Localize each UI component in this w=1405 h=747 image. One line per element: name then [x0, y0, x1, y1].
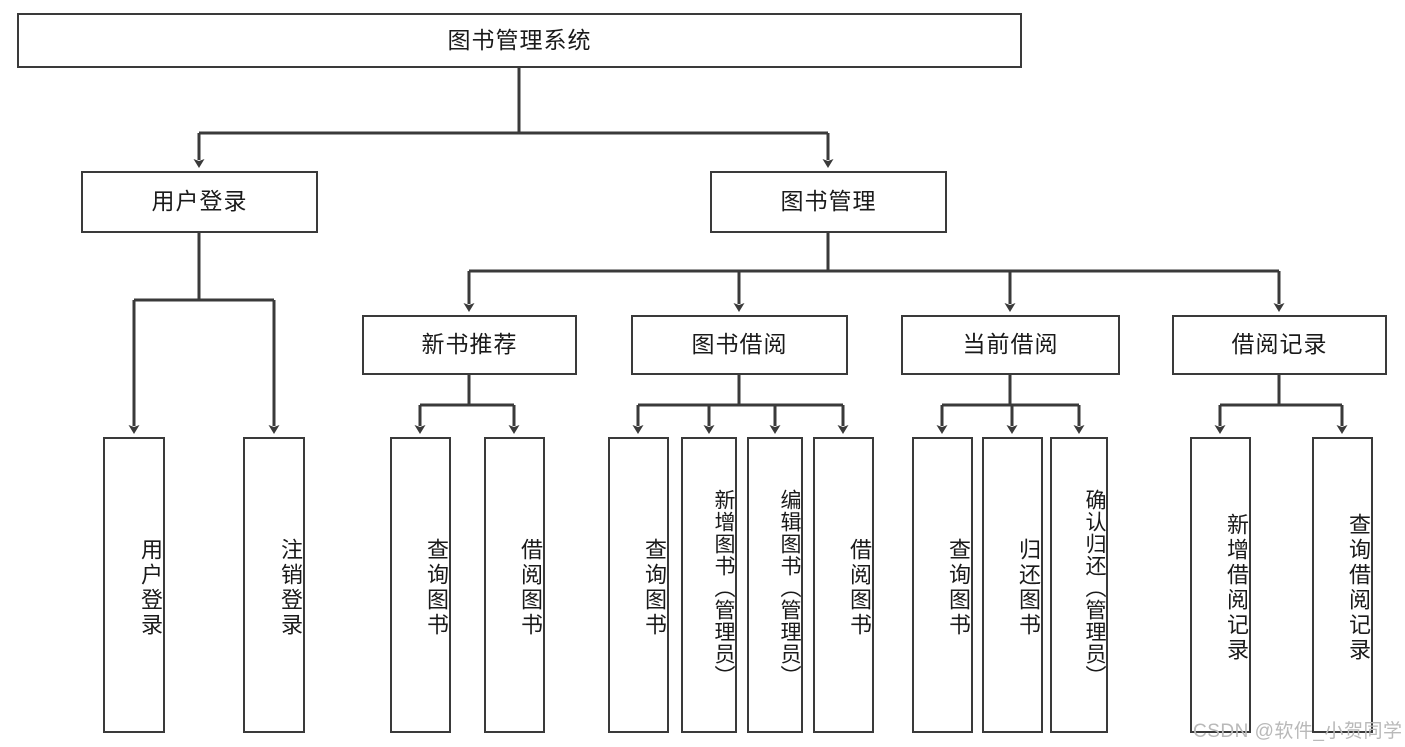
leaf-query-book-recommend-label: 查询图书	[424, 538, 449, 638]
csdn-watermark: CSDN @软件_小贺同学	[1193, 721, 1403, 742]
leaf-user-login[interactable]: 用户登录	[103, 437, 165, 733]
leaf-query-borrow-record-label: 查询借阅记录	[1346, 513, 1371, 663]
leaf-borrow-book-label: 借阅图书	[847, 538, 872, 638]
leaf-query-book-borrow-label: 查询图书	[642, 538, 667, 638]
leaf-return-book-label: 归还图书	[1016, 538, 1041, 638]
leaf-query-borrow-record[interactable]: 查询借阅记录	[1312, 437, 1373, 733]
node-new-book-recommend-label: 新书推荐	[421, 331, 518, 358]
node-current-borrow-label: 当前借阅	[962, 331, 1059, 358]
node-book-management-label: 图书管理	[780, 188, 877, 215]
leaf-return-book[interactable]: 归还图书	[982, 437, 1043, 733]
leaf-logout[interactable]: 注销登录	[243, 437, 305, 733]
node-root-label: 图书管理系统	[447, 26, 592, 53]
leaf-borrow-book[interactable]: 借阅图书	[813, 437, 874, 733]
leaf-add-borrow-record-label: 新增借阅记录	[1224, 513, 1249, 663]
leaf-add-book-admin-label: 新增图书（管理员）	[712, 489, 735, 687]
leaf-edit-book-admin-label: 编辑图书（管理员）	[778, 489, 801, 687]
node-current-borrow[interactable]: 当前借阅	[901, 315, 1120, 375]
node-borrow-records-label: 借阅记录	[1231, 331, 1328, 358]
node-root[interactable]: 图书管理系统	[17, 13, 1022, 68]
node-new-book-recommend[interactable]: 新书推荐	[362, 315, 577, 375]
node-book-borrow[interactable]: 图书借阅	[631, 315, 848, 375]
leaf-query-book-current-label: 查询图书	[946, 538, 971, 638]
leaf-user-login-label: 用户登录	[138, 538, 163, 638]
node-book-management[interactable]: 图书管理	[710, 171, 947, 233]
leaf-logout-label: 注销登录	[278, 538, 303, 638]
node-user-login[interactable]: 用户登录	[81, 171, 318, 233]
leaf-query-book-borrow[interactable]: 查询图书	[608, 437, 669, 733]
node-user-login-label: 用户登录	[151, 188, 248, 215]
leaf-edit-book-admin[interactable]: 编辑图书（管理员）	[747, 437, 803, 733]
node-book-borrow-label: 图书借阅	[691, 331, 788, 358]
leaf-query-book-recommend[interactable]: 查询图书	[390, 437, 451, 733]
node-borrow-records[interactable]: 借阅记录	[1172, 315, 1387, 375]
leaf-borrow-book-recommend-label: 借阅图书	[518, 538, 543, 638]
leaf-confirm-return-admin-label: 确认归还（管理员）	[1083, 489, 1106, 687]
leaf-add-borrow-record[interactable]: 新增借阅记录	[1190, 437, 1251, 733]
leaf-add-book-admin[interactable]: 新增图书（管理员）	[681, 437, 737, 733]
leaf-query-book-current[interactable]: 查询图书	[912, 437, 973, 733]
leaf-borrow-book-recommend[interactable]: 借阅图书	[484, 437, 545, 733]
leaf-confirm-return-admin[interactable]: 确认归还（管理员）	[1050, 437, 1108, 733]
